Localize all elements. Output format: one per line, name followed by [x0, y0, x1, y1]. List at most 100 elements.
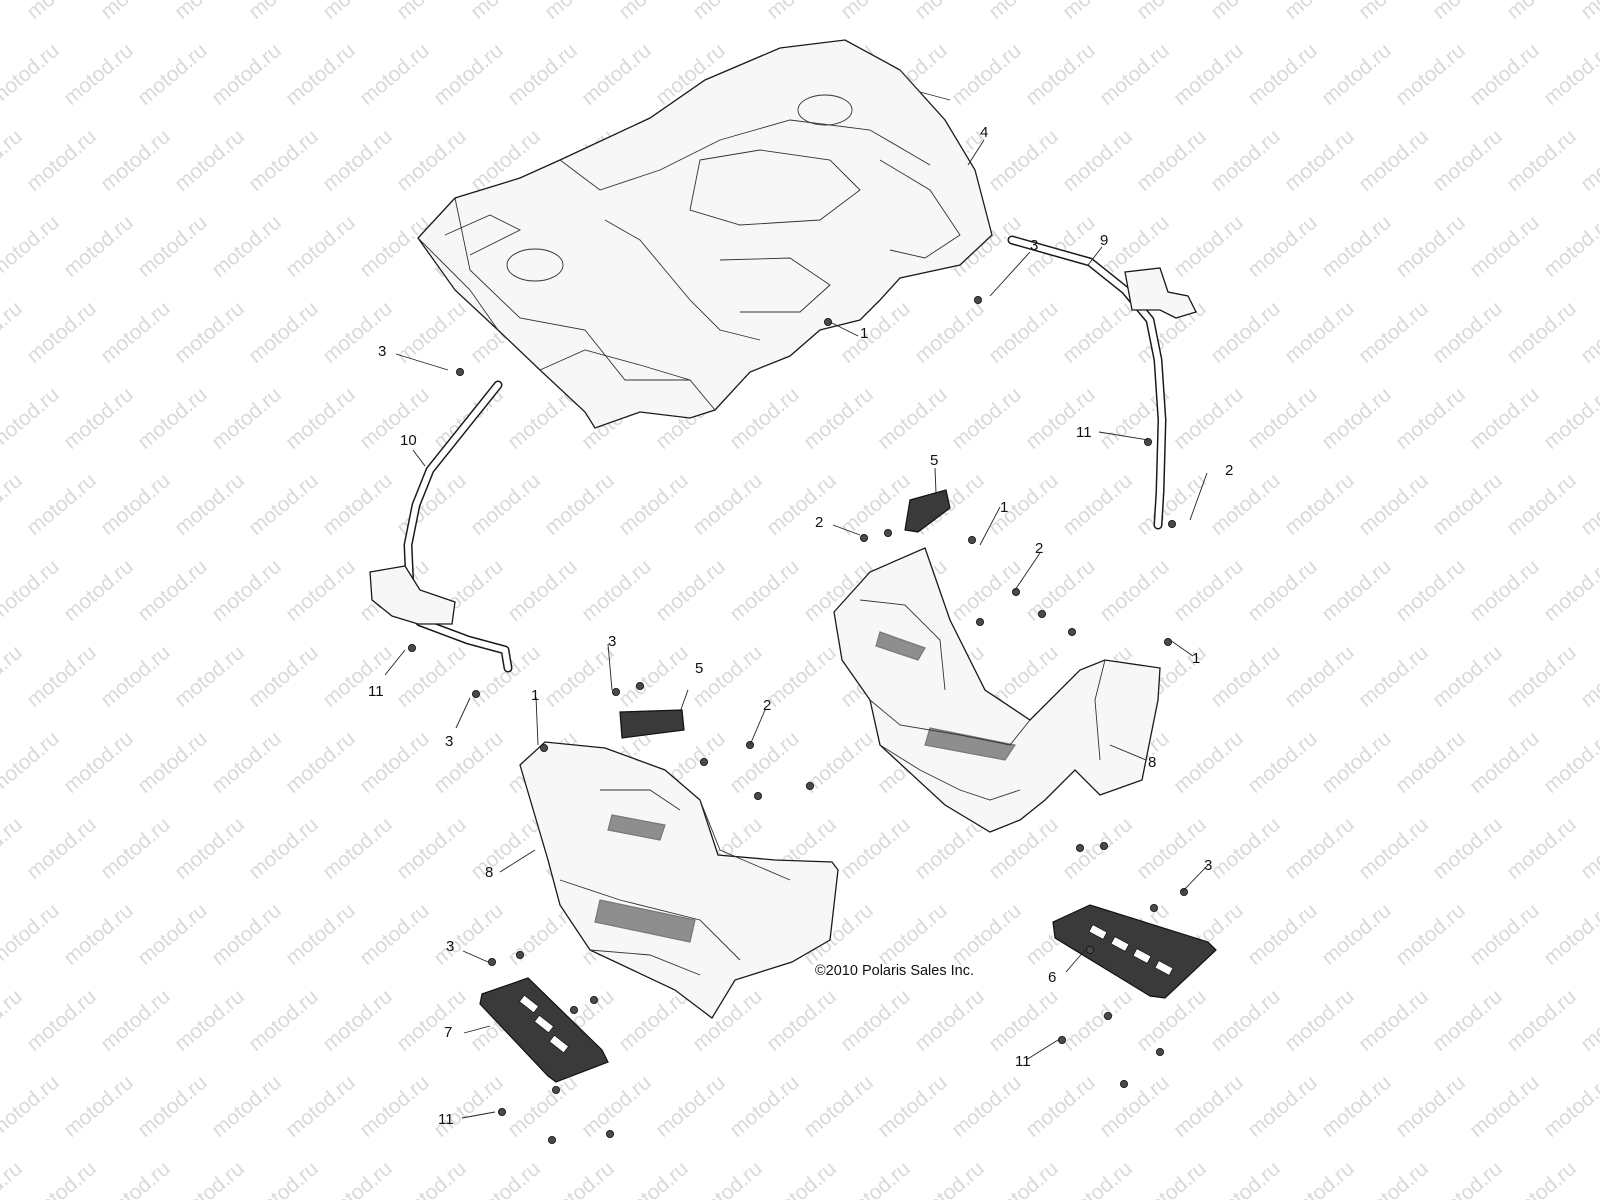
watermark-text: motod.ru — [1317, 899, 1395, 970]
watermark-text: motod.ru — [651, 555, 729, 626]
watermark-text: motod.ru — [133, 1071, 211, 1142]
fastener-mark — [1144, 437, 1153, 446]
watermark-text: motod.ru — [133, 39, 211, 110]
watermark-text: motod.ru — [1280, 0, 1358, 24]
watermark-text: motod.ru — [1354, 813, 1432, 884]
watermark-text: motod.ru — [1539, 899, 1600, 970]
watermark-text: motod.ru — [133, 383, 211, 454]
watermark-text: motod.ru — [1058, 985, 1136, 1056]
watermark-text: motod.ru — [1502, 469, 1580, 540]
callout-1: 1 — [1192, 650, 1200, 667]
watermark-text: motod.ru — [96, 1157, 174, 1200]
watermark-text: motod.ru — [1169, 555, 1247, 626]
bracket-upper — [904, 489, 951, 533]
bracket-lower — [619, 709, 685, 739]
fastener-layer — [407, 295, 1189, 1145]
watermark-text: motod.ru — [1576, 641, 1600, 712]
watermark-text: motod.ru — [1132, 985, 1210, 1056]
callout-3: 2 — [1225, 462, 1233, 479]
watermark-text: motod.ru — [133, 899, 211, 970]
watermark-text: motod.ru — [244, 813, 322, 884]
callout-2: 2 — [763, 697, 771, 714]
watermark-text: motod.ru — [1280, 125, 1358, 196]
fastener-mark — [471, 690, 480, 699]
watermark-text: motod.ru — [244, 297, 322, 368]
fastener-mark — [1068, 628, 1077, 637]
watermark-text: motod.ru — [1428, 297, 1506, 368]
watermark-text: motod.ru — [1539, 39, 1600, 110]
watermark-text: motod.ru — [1243, 211, 1321, 282]
watermark-text: motod.ru — [1206, 0, 1284, 24]
watermark-text: motod.ru — [577, 555, 655, 626]
fastener-mark — [540, 744, 549, 753]
watermark-text: motod.ru — [688, 0, 766, 24]
fastener-mark — [806, 782, 815, 791]
footrest-right — [1052, 904, 1217, 999]
watermark-text: motod.ru — [1243, 727, 1321, 798]
watermark-text: motod.ru — [1058, 1157, 1136, 1200]
watermark-text: motod.ru — [1169, 39, 1247, 110]
fastener-mark — [884, 529, 893, 538]
watermark-text: motod.ru — [1502, 1157, 1580, 1200]
watermark-text: motod.ru — [910, 297, 988, 368]
watermark-text: motod.ru — [59, 555, 137, 626]
callout-8: 8 — [1148, 754, 1156, 771]
watermark-text: motod.ru — [22, 0, 100, 24]
fastener-mark — [974, 295, 983, 304]
watermark-text: motod.ru — [281, 899, 359, 970]
watermark-text: motod.ru — [355, 383, 433, 454]
watermark-text: motod.ru — [429, 727, 507, 798]
watermark-text: motod.ru — [1317, 39, 1395, 110]
watermark-text: motod.ru — [244, 641, 322, 712]
callout-11: 11 — [1015, 1053, 1031, 1070]
watermark-text: motod.ru — [1539, 555, 1600, 626]
watermark-text: motod.ru — [1539, 727, 1600, 798]
fastener-mark — [455, 367, 464, 376]
watermark-text: motod.ru — [947, 1071, 1025, 1142]
watermark-text: motod.ru — [947, 39, 1025, 110]
watermark-text: motod.ru — [1428, 813, 1506, 884]
watermark-text: motod.ru — [0, 469, 27, 540]
watermark-text: motod.ru — [984, 297, 1062, 368]
watermark-text: motod.ru — [1576, 985, 1600, 1056]
watermark-text: motod.ru — [59, 211, 137, 282]
watermark-text: motod.ru — [207, 555, 285, 626]
grab-bar-right — [1007, 235, 1197, 530]
watermark-text: motod.ru — [1391, 727, 1469, 798]
fastener-mark — [636, 682, 645, 691]
watermark-text: motod.ru — [0, 641, 27, 712]
watermark-text: motod.ru — [355, 1071, 433, 1142]
watermark-text: motod.ru — [392, 985, 470, 1056]
watermark-text: motod.ru — [466, 1157, 544, 1200]
fastener-mark — [497, 1108, 506, 1117]
watermark-text: motod.ru — [1391, 211, 1469, 282]
watermark-text: motod.ru — [207, 727, 285, 798]
fastener-mark — [1164, 638, 1173, 647]
watermark-text: motod.ru — [1169, 727, 1247, 798]
watermark-text: motod.ru — [1169, 383, 1247, 454]
watermark-text: motod.ru — [762, 1157, 840, 1200]
fastener-mark — [1150, 904, 1159, 913]
watermark-text: motod.ru — [318, 813, 396, 884]
watermark-text: motod.ru — [1354, 125, 1432, 196]
watermark-text: motod.ru — [762, 469, 840, 540]
callout-2: 2 — [815, 514, 823, 531]
watermark-text: motod.ru — [392, 297, 470, 368]
watermark-text: motod.ru — [0, 125, 27, 196]
watermark-text: motod.ru — [1058, 297, 1136, 368]
watermark-text: motod.ru — [1502, 813, 1580, 884]
watermark-text: motod.ru — [244, 985, 322, 1056]
fastener-mark — [1100, 842, 1109, 851]
watermark-text: motod.ru — [1206, 297, 1284, 368]
watermark-text: motod.ru — [207, 899, 285, 970]
watermark-text: motod.ru — [1280, 813, 1358, 884]
watermark-text: motod.ru — [614, 641, 692, 712]
watermark-text: motod.ru — [22, 1157, 100, 1200]
watermark-text: motod.ru — [1576, 297, 1600, 368]
fastener-mark — [1180, 888, 1189, 897]
callout-3: 3 — [1030, 237, 1038, 254]
watermark-text: motod.ru — [355, 39, 433, 110]
callout-7: 7 — [444, 1024, 452, 1041]
watermark-text: motod.ru — [1465, 1071, 1543, 1142]
watermark-text: motod.ru — [836, 1157, 914, 1200]
